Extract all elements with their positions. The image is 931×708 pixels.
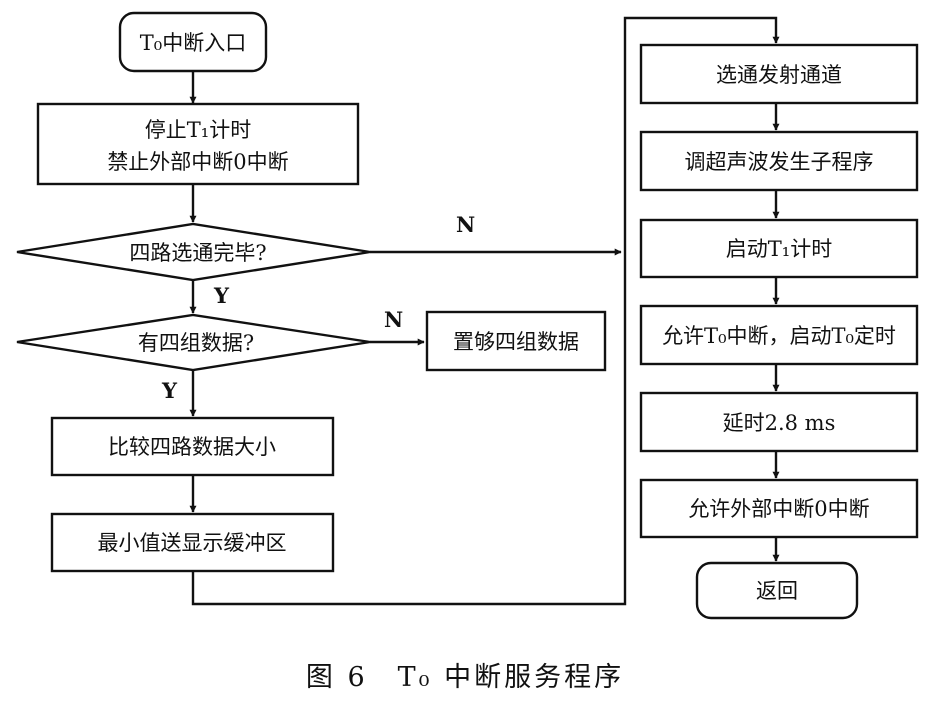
start-label: T₀中断入口 bbox=[140, 31, 246, 55]
decision-data-label: 有四组数据? bbox=[138, 331, 254, 355]
data-yes-label: Y bbox=[161, 378, 178, 403]
connector-to-right-column bbox=[191, 16, 780, 606]
allow-ext-box bbox=[639, 478, 919, 539]
call-ultrasonic-box bbox=[639, 130, 919, 192]
data-no-label: N bbox=[384, 307, 403, 332]
decision-strobe-label: 四路选通完毕? bbox=[129, 241, 266, 265]
set-data-label: 置够四组数据 bbox=[453, 330, 579, 354]
select-channel-label: 选通发射通道 bbox=[716, 63, 842, 87]
allow-t0-label: 允许T₀中断，启动T₀定时 bbox=[662, 324, 896, 348]
return-label: 返回 bbox=[756, 579, 798, 603]
stop-t1-box bbox=[36, 102, 360, 186]
figure-caption: 图 6 T₀ 中断服务程序 bbox=[306, 662, 624, 693]
start-t1-label: 启动T₁计时 bbox=[726, 237, 832, 261]
delay-label: 延时2.8 ms bbox=[723, 411, 836, 435]
send-min-label: 最小值送显示缓冲区 bbox=[98, 531, 287, 555]
compare-label: 比较四路数据大小 bbox=[108, 435, 276, 459]
set-data-box bbox=[425, 310, 607, 372]
start-t1-box bbox=[639, 218, 919, 279]
call-ultrasonic-label: 调超声波发生子程序 bbox=[685, 150, 874, 174]
allow-t0-box bbox=[639, 304, 919, 366]
allow-ext-label: 允许外部中断0中断 bbox=[688, 497, 869, 521]
delay-box bbox=[639, 391, 919, 453]
select-channel-box bbox=[639, 43, 919, 105]
strobe-yes-label: Y bbox=[213, 283, 230, 308]
strobe-no-label: N bbox=[456, 212, 475, 237]
return-terminal bbox=[695, 561, 859, 620]
disable-int-label: 禁止外部中断0中断 bbox=[107, 150, 288, 174]
stop-t1-label: 停止T₁计时 bbox=[145, 118, 251, 142]
